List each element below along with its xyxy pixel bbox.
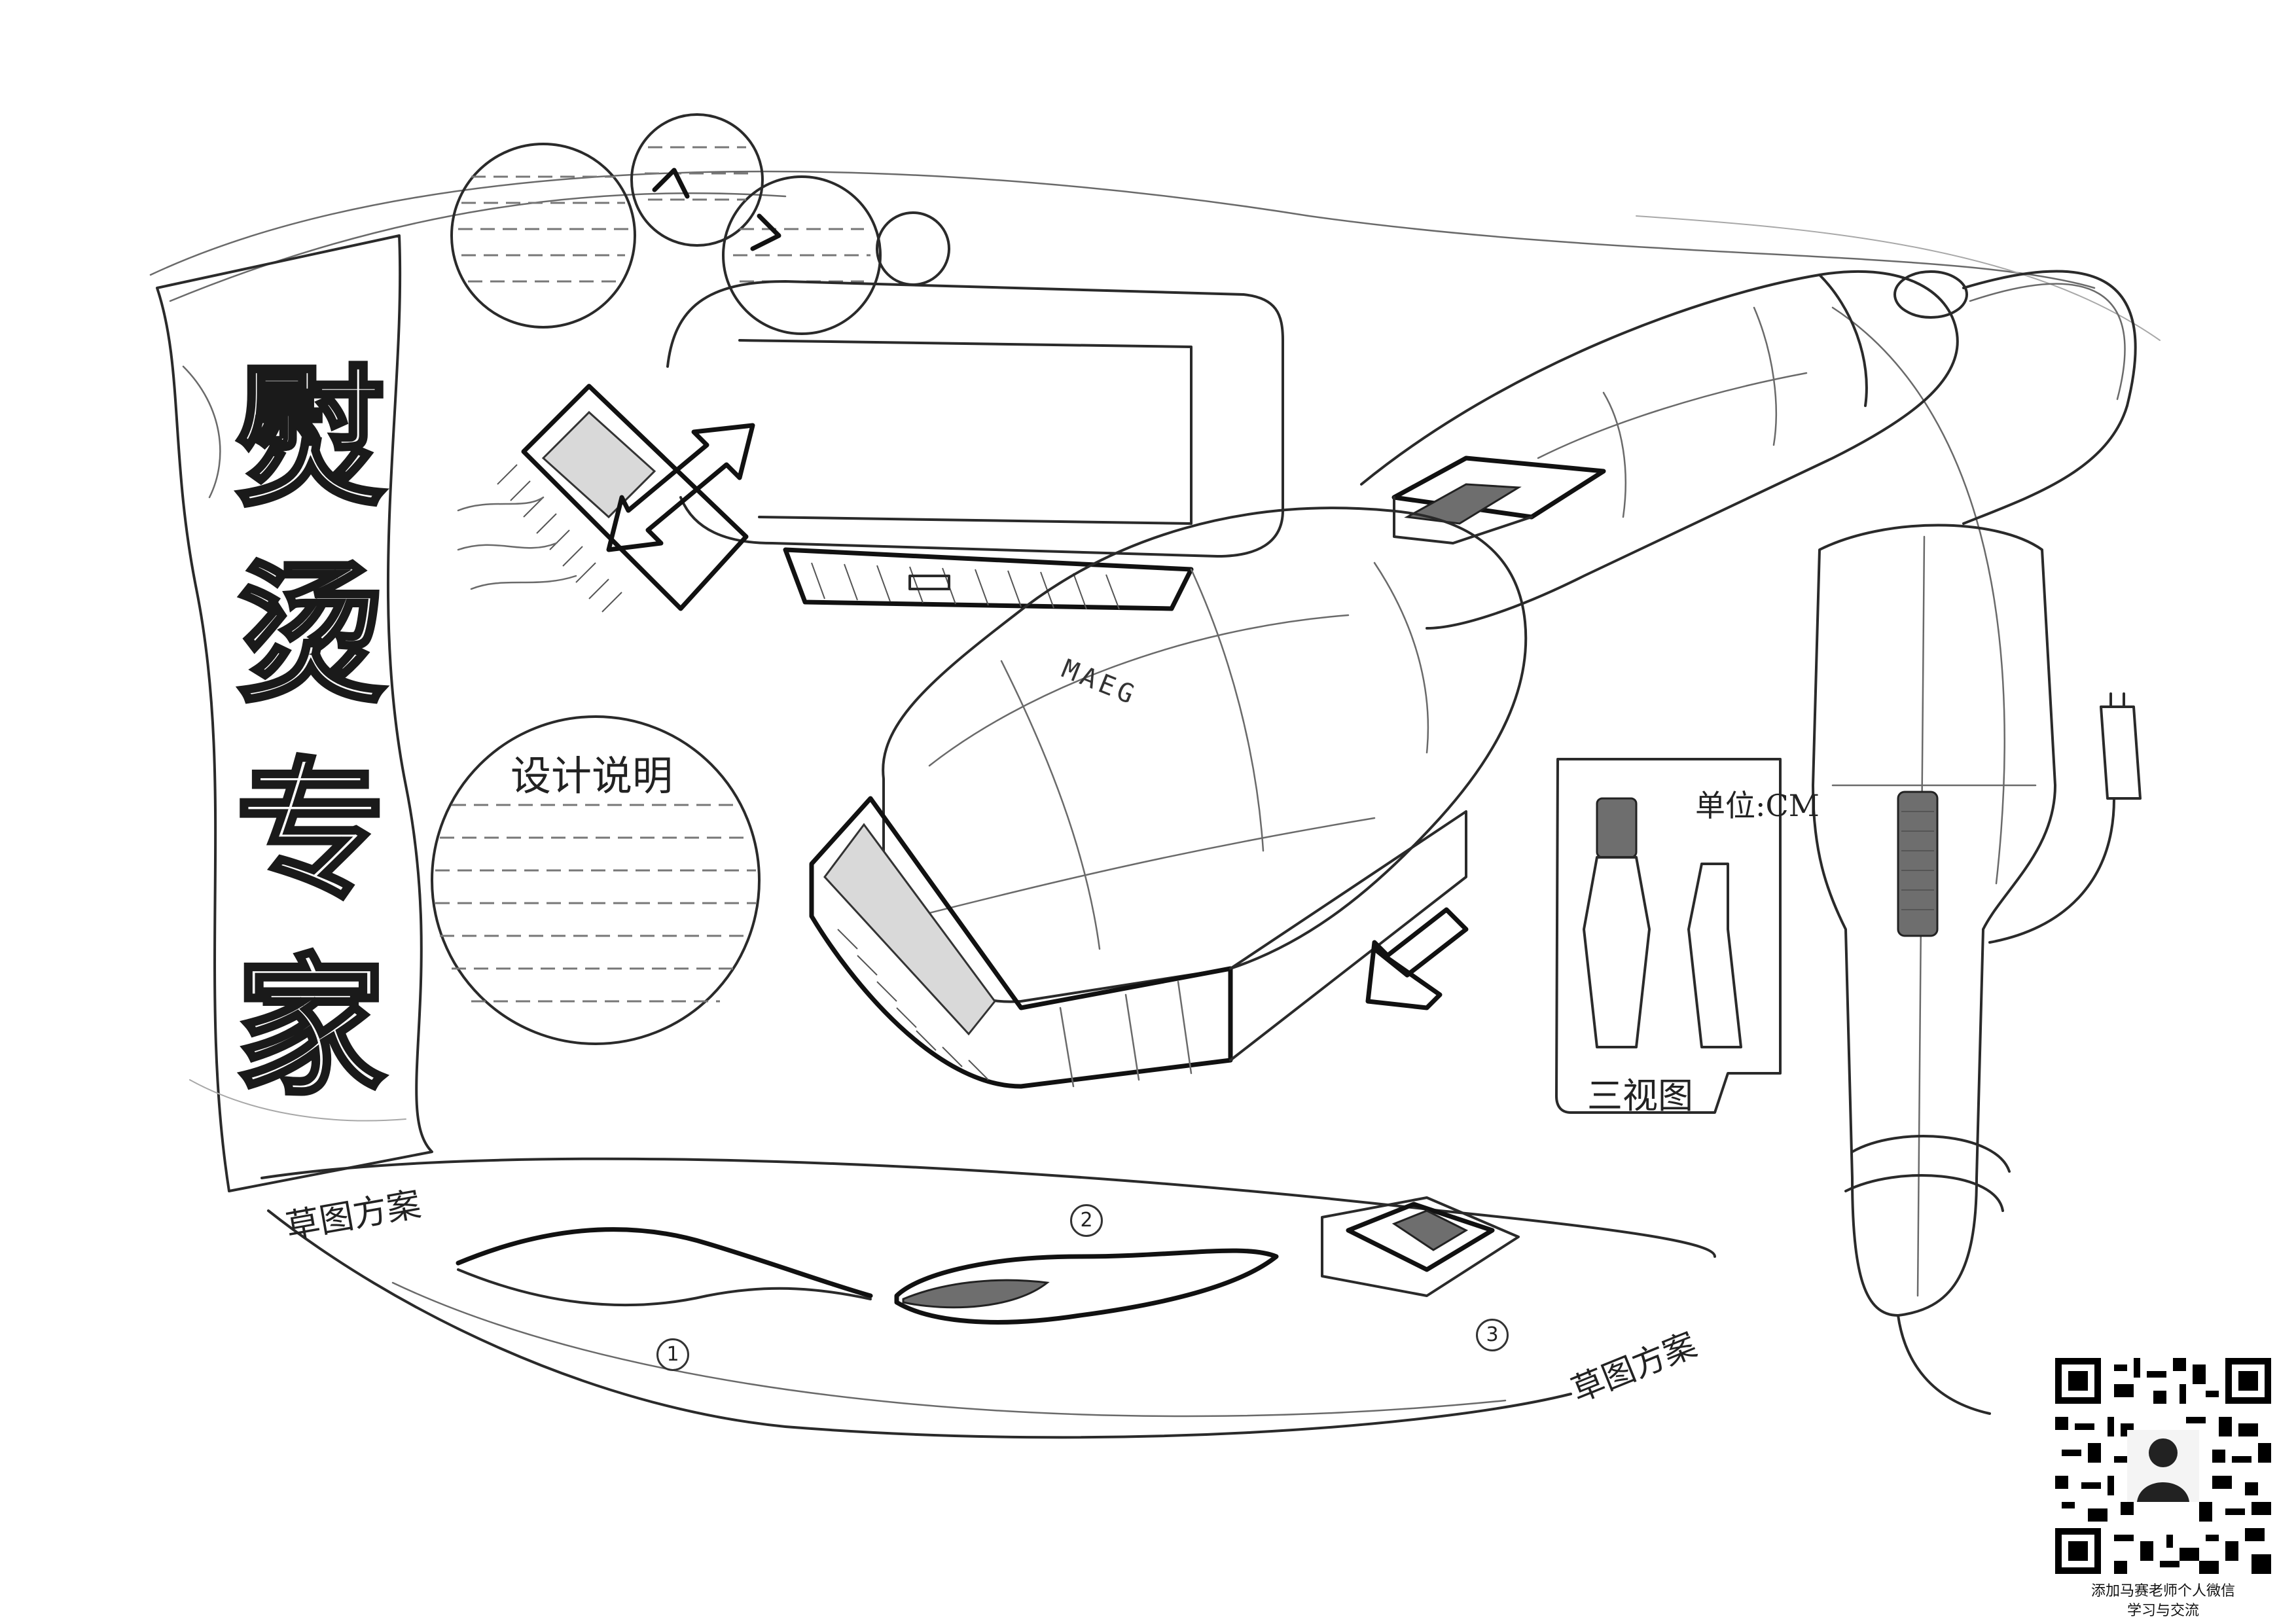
option-number-1: 1 [656, 1338, 689, 1371]
title-char-4: 家 [234, 939, 388, 1116]
power-cord [1962, 270, 2137, 525]
title-char-1: 熨 [234, 350, 388, 527]
qr-caption: 添加马赛老师个人微信 学习与交流 [2055, 1582, 2271, 1621]
detail-circles-top [450, 113, 950, 335]
steamer-main-body [809, 270, 1968, 1089]
unit-label: 单位:CM [1695, 788, 1820, 823]
title-calligraphy: 熨 烫 专 家 [226, 350, 396, 1116]
steamer-side-view [666, 280, 1284, 611]
qr-code-pattern [2055, 1358, 2271, 1574]
steamer-front-view [1812, 524, 2142, 1415]
three-view-label: 三视图 [1587, 1075, 1693, 1116]
title-char-2: 烫 [234, 546, 388, 723]
title-banner [156, 234, 433, 1192]
qr-contact-block: 添加马赛老师个人微信 学习与交流 [2055, 1358, 2271, 1621]
title-char-3: 专 [234, 743, 388, 919]
option-number-3: 3 [1476, 1319, 1509, 1351]
design-description-circle [431, 715, 761, 1045]
option-number-2: 2 [1070, 1204, 1103, 1237]
design-description-label: 设计说明 [511, 752, 673, 800]
three-view-panel [1555, 758, 1782, 1114]
sketch-options-band [260, 1157, 1716, 1439]
steamer-brush-head [457, 383, 755, 613]
background-swoosh-upper [149, 170, 2161, 885]
qr-caption-line-2: 学习与交流 [2126, 1603, 2199, 1619]
qr-caption-line-1: 添加马赛老师个人微信 [2090, 1583, 2235, 1599]
qr-code-image[interactable] [2055, 1358, 2271, 1574]
